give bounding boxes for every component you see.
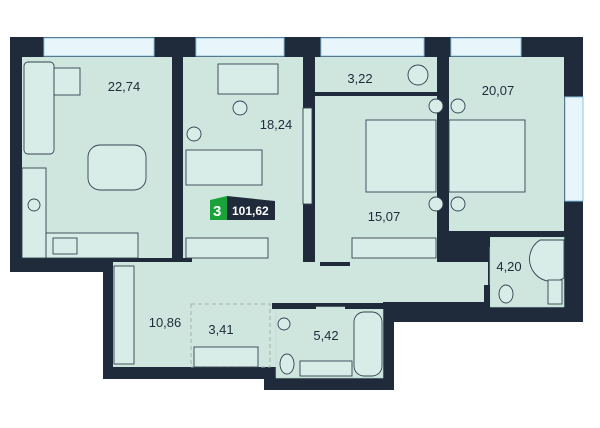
wardrobe-icon bbox=[302, 107, 313, 205]
window bbox=[195, 37, 285, 57]
rooms-count: 3 bbox=[213, 203, 221, 220]
chair-icon bbox=[232, 100, 248, 116]
desk-icon bbox=[217, 63, 279, 95]
armchair-icon bbox=[407, 64, 429, 86]
nightstand-icon bbox=[186, 126, 202, 142]
total-area-badge bbox=[227, 196, 275, 220]
kitchen-counter-icon bbox=[21, 167, 47, 259]
rooms-count-badge bbox=[210, 196, 227, 220]
dining-table-icon bbox=[87, 144, 147, 191]
window bbox=[450, 37, 522, 57]
window bbox=[564, 96, 584, 202]
nightstand-icon bbox=[450, 98, 466, 114]
area-label-bathroom-small: 4,20 bbox=[496, 259, 521, 274]
total-area: 101,62 bbox=[232, 204, 269, 218]
nightstand-icon bbox=[450, 196, 466, 212]
radiator-icon bbox=[113, 265, 135, 365]
window bbox=[320, 37, 425, 57]
area-label-closet: 3,22 bbox=[347, 71, 372, 86]
toilet-icon bbox=[279, 353, 295, 375]
bathtub-icon bbox=[353, 311, 383, 377]
area-label-bathroom-large: 5,42 bbox=[313, 328, 338, 343]
nightstand-icon bbox=[428, 196, 444, 212]
area-label-kitchen-living: 22,74 bbox=[108, 79, 141, 94]
double-bed-icon bbox=[365, 119, 437, 193]
sink-icon bbox=[547, 279, 563, 305]
nightstand-icon bbox=[428, 98, 444, 114]
sinks-icon bbox=[299, 360, 353, 377]
toilet-icon bbox=[498, 284, 514, 304]
furniture bbox=[21, 61, 565, 377]
window bbox=[43, 37, 155, 57]
sink-icon bbox=[52, 237, 78, 255]
double-bed-icon bbox=[448, 119, 526, 193]
sofa-icon bbox=[23, 61, 55, 155]
area-label-wardrobe: 3,41 bbox=[208, 322, 233, 337]
area-label-bedroom-office: 18,24 bbox=[260, 117, 293, 132]
area-labels: 22,74 18,24 3,22 15,07 20,07 4,20 10,86 … bbox=[108, 71, 522, 343]
washing-machine-icon bbox=[277, 317, 291, 331]
radiator-icon bbox=[193, 346, 259, 368]
windows bbox=[43, 37, 584, 202]
area-label-hallway: 10,86 bbox=[149, 315, 182, 330]
stove-icon bbox=[27, 198, 41, 212]
radiator-icon bbox=[351, 237, 437, 259]
radiator-icon bbox=[185, 237, 269, 259]
apartment-badge: 3 101,62 bbox=[210, 196, 275, 220]
bed-icon bbox=[185, 149, 263, 186]
area-label-bedroom-right: 20,07 bbox=[482, 83, 515, 98]
area-label-bedroom-left: 15,07 bbox=[368, 209, 401, 224]
